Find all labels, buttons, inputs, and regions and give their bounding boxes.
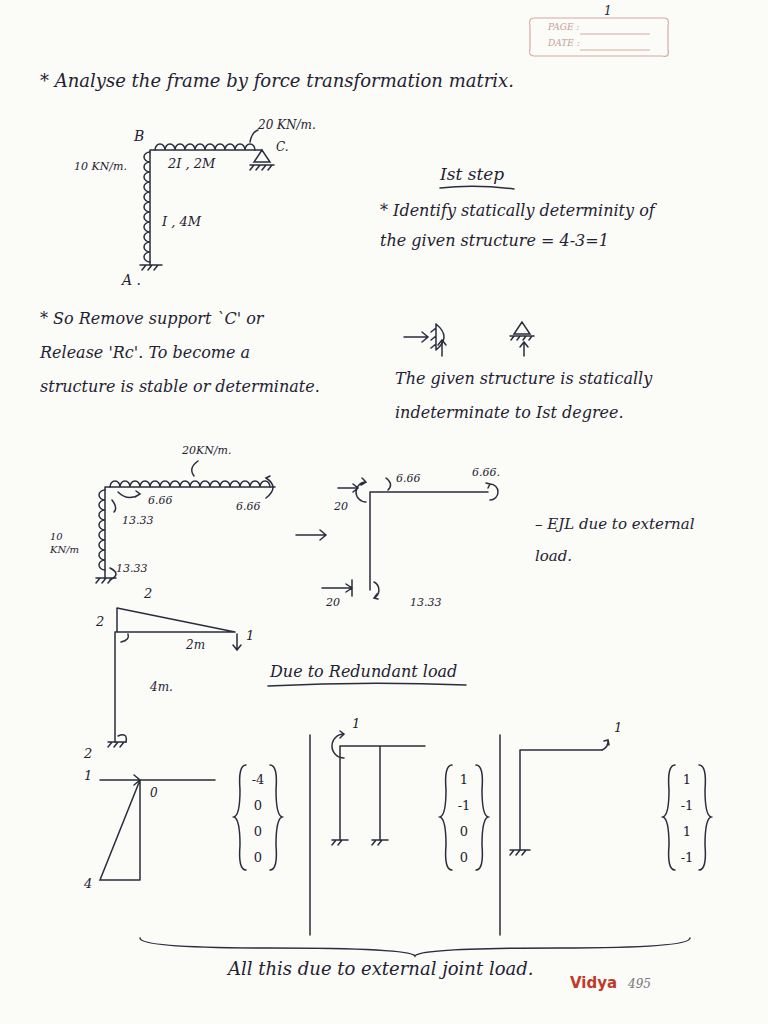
load-label: 10 KN/m bbox=[50, 530, 92, 556]
page-number: 1 bbox=[604, 4, 612, 18]
matrix-entry: 0 bbox=[452, 824, 476, 839]
moment-value: 13.33 bbox=[410, 596, 442, 609]
matrix-entry: 0 bbox=[246, 824, 270, 839]
matrix-entry: 0 bbox=[246, 798, 270, 813]
moment-value: 6.66 bbox=[148, 494, 173, 507]
moment-value: 13.33 bbox=[122, 514, 154, 527]
moment-value: 6.66 bbox=[236, 500, 261, 513]
ordinate-value: 4 bbox=[84, 876, 92, 891]
load-value: 1 bbox=[614, 720, 622, 735]
moment-value: 6.66. bbox=[472, 466, 500, 479]
force-value: 20 bbox=[334, 500, 348, 513]
force-value: 20 bbox=[326, 596, 340, 609]
member-label: I , 4M bbox=[162, 214, 201, 229]
node-label: B bbox=[134, 128, 144, 144]
matrix-entry: 1 bbox=[452, 772, 476, 787]
matrix-entry: -1 bbox=[675, 798, 699, 813]
matrix-entry: -1 bbox=[452, 798, 476, 813]
matrix-entry: 1 bbox=[675, 772, 699, 787]
page-title: * Analyse the frame by force transformat… bbox=[40, 70, 514, 91]
load-label: 20 KN/m. bbox=[258, 118, 316, 132]
matrix-entry: 0 bbox=[452, 850, 476, 865]
stamp-text: DATE : bbox=[548, 38, 580, 48]
member-label: 2I , 2M bbox=[168, 156, 215, 171]
note-text: – EJL due to external load. bbox=[535, 508, 715, 572]
matrix-entry: -4 bbox=[246, 772, 270, 787]
dimension-label: 4m. bbox=[150, 680, 173, 694]
footer-note: All this due to external joint load. bbox=[228, 958, 533, 979]
ordinate-value: 2 bbox=[96, 614, 104, 629]
load-value: 1 bbox=[84, 768, 92, 783]
ordinate-value: 2 bbox=[84, 746, 92, 761]
moment-value: 6.66 bbox=[396, 472, 421, 485]
node-label: A . bbox=[122, 272, 141, 288]
note-text: * So Remove support `C' or Release 'Rc'.… bbox=[40, 302, 330, 404]
stamp-text: PAGE : bbox=[548, 22, 579, 32]
note-text: * Identify statically determinity of the… bbox=[380, 196, 680, 256]
page-number: 495 bbox=[628, 977, 651, 991]
ordinate-value: 0 bbox=[150, 786, 158, 800]
ordinate-value: 2 bbox=[144, 586, 152, 601]
load-value: 1 bbox=[352, 716, 360, 731]
brand-name: Vidya bbox=[570, 974, 617, 992]
matrix-entry: 1 bbox=[675, 824, 699, 839]
matrix-entry: 0 bbox=[246, 850, 270, 865]
matrix-entry: -1 bbox=[675, 850, 699, 865]
dimension-label: 2m bbox=[186, 638, 205, 652]
note-text: The given structure is statically indete… bbox=[395, 362, 695, 430]
load-label: 10 KN/m. bbox=[74, 160, 127, 173]
moment-value: 13.33 bbox=[116, 562, 148, 575]
load-label: 20KN/m. bbox=[182, 444, 231, 457]
load-value: 1 bbox=[246, 628, 254, 643]
step-heading: Ist step bbox=[440, 164, 504, 184]
section-heading: Due to Redundant load bbox=[270, 662, 457, 681]
node-label: C. bbox=[276, 140, 289, 154]
